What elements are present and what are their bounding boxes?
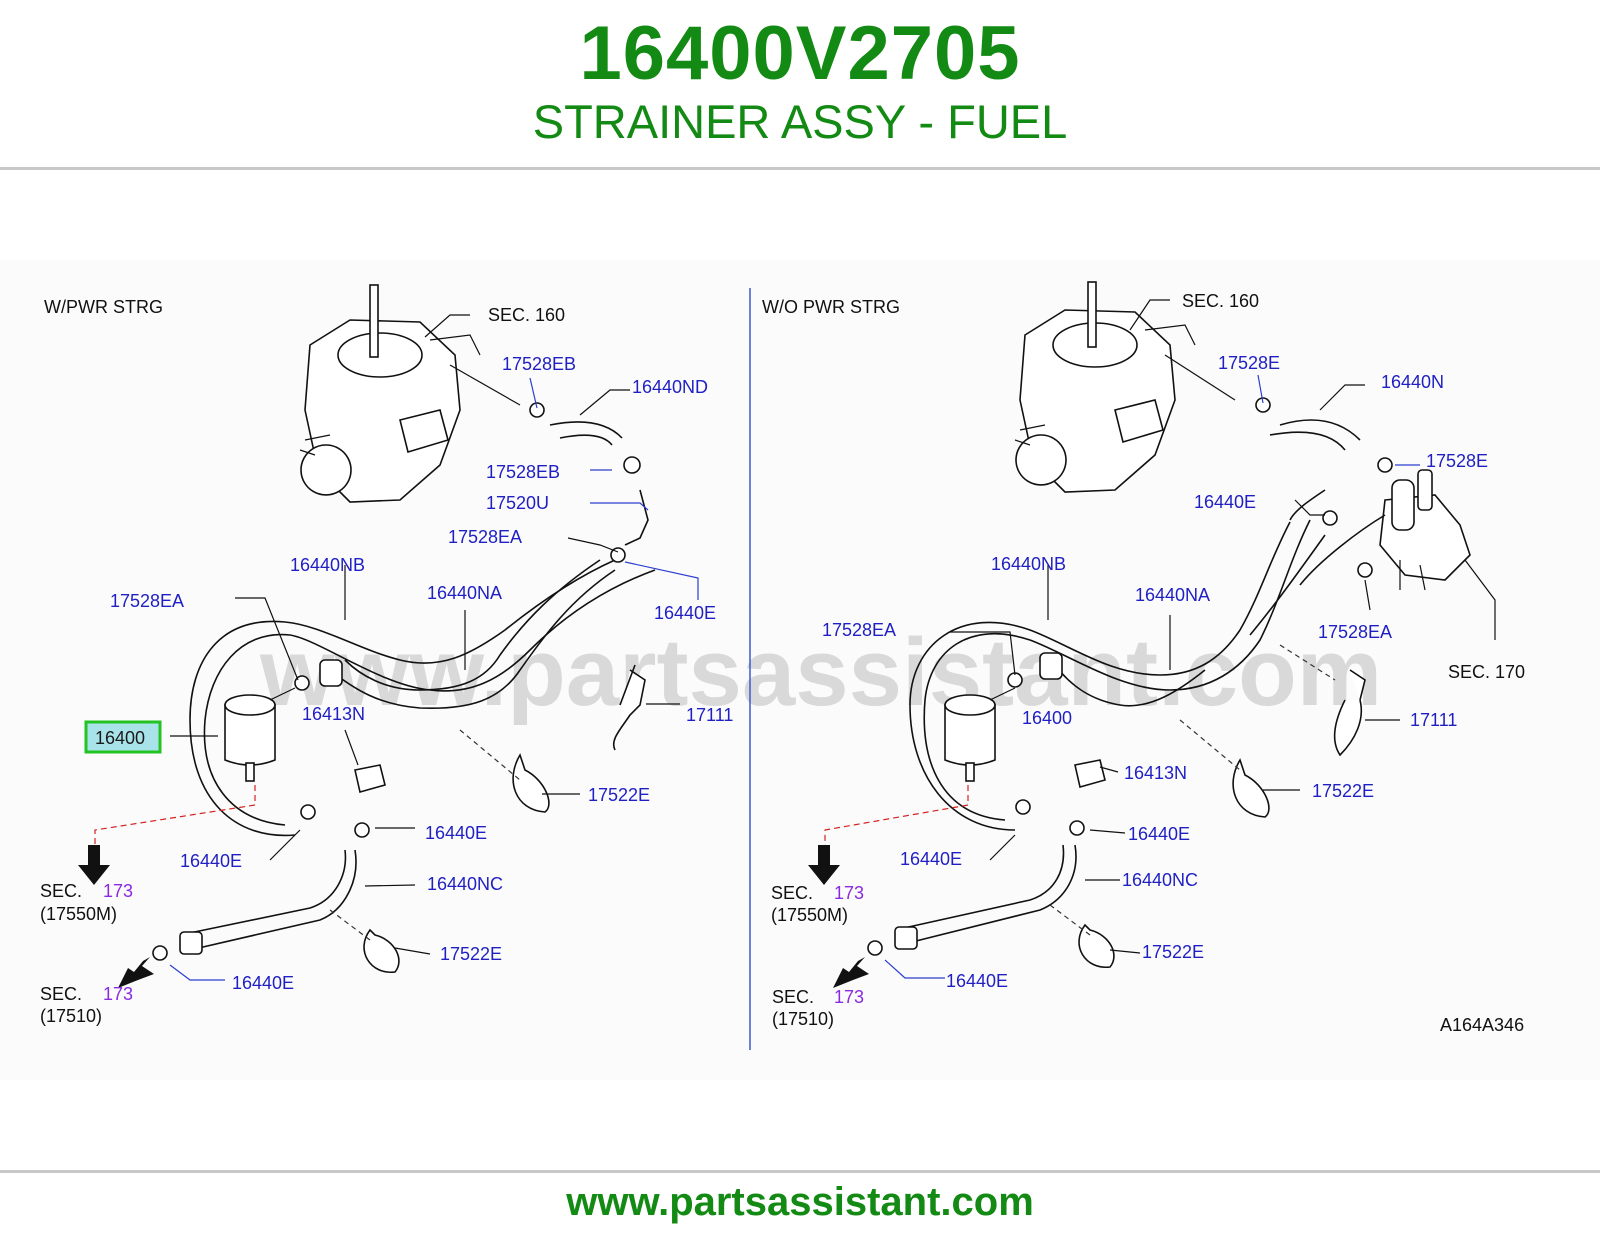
right-sec-a-text: SEC.	[771, 883, 813, 903]
right-label-17528E-top: 17528E	[1218, 353, 1280, 373]
left-leaders	[94, 377, 699, 981]
right-label-16400: 16400	[1022, 708, 1072, 728]
left-arrow-down-icon	[78, 845, 110, 885]
left-label-16440NC: 16440NC	[427, 874, 503, 894]
left-label-16440E-b: 16440E	[180, 851, 242, 871]
right-label-17522E-low: 17522E	[1142, 942, 1204, 962]
right-label-16440NC: 16440NC	[1122, 870, 1198, 890]
left-label-16400-highlighted[interactable]: 16400	[95, 728, 145, 748]
right-panel: W/O PWR STRG SEC. 160	[762, 281, 1525, 1035]
right-arrow-diag-icon	[833, 957, 869, 988]
right-sec-b-num: 173	[834, 987, 864, 1007]
right-sec160-label: SEC. 160	[1182, 291, 1259, 311]
highlight-box-16400[interactable]	[84, 720, 162, 754]
part-number-title: 16400V2705	[579, 11, 1021, 96]
right-leader-sec160	[1129, 299, 1170, 331]
right-label-17522E-mid: 17522E	[1312, 781, 1374, 801]
header-divider	[0, 167, 1600, 170]
left-label-17528EB-mid: 17528EB	[486, 462, 560, 482]
left-label-16440NB: 16440NB	[290, 555, 365, 575]
right-label-17528E-mid: 17528E	[1426, 451, 1488, 471]
right-sec-a-num: 173	[834, 883, 864, 903]
left-sec-b-part: (17510)	[40, 1006, 102, 1026]
left-sec160-label: SEC. 160	[488, 305, 565, 325]
right-sec-b-part: (17510)	[772, 1009, 834, 1029]
right-label-17111: 17111	[1410, 710, 1457, 730]
right-leaders	[824, 374, 1496, 979]
left-label-16440NA: 16440NA	[427, 583, 502, 603]
left-label-16440E-c: 16440E	[232, 973, 294, 993]
right-fuel-pump-engine-icon	[1014, 281, 1236, 493]
left-label-16440ND: 16440ND	[632, 377, 708, 397]
watermark: www.partsassistant.com	[259, 619, 1382, 726]
right-label-16440E-c: 16440E	[946, 971, 1008, 991]
left-label-17528EA-left: 17528EA	[110, 591, 184, 611]
right-clamps	[867, 397, 1393, 968]
left-label-16413N: 16413N	[302, 704, 365, 724]
right-arrow-down-icon	[808, 845, 840, 885]
right-label-16440NA: 16440NA	[1135, 585, 1210, 605]
left-sec-a-num: 173	[103, 881, 133, 901]
left-fuel-strainer-icon	[224, 687, 296, 782]
page-header: 16400V2705 STRAINER ASSY - FUEL	[0, 0, 1600, 170]
right-sec-b-text: SEC.	[772, 987, 814, 1007]
right-figure-code: A164A346	[1440, 1015, 1524, 1035]
left-label-17528EA-top: 17528EA	[448, 527, 522, 547]
right-variant-label: W/O PWR STRG	[762, 297, 900, 317]
left-fuel-pump-engine-icon	[299, 284, 521, 503]
right-label-16440E-b: 16440E	[900, 849, 962, 869]
left-label-17520U: 17520U	[486, 493, 549, 513]
right-fuel-pump-icon	[1379, 469, 1471, 591]
right-label-17528EA-right: 17528EA	[1318, 622, 1392, 642]
left-sec-a-part: (17550M)	[40, 904, 117, 924]
left-label-16440E-a: 16440E	[425, 823, 487, 843]
left-label-16440E-right: 16440E	[654, 603, 716, 623]
left-sec-b-text: SEC.	[40, 984, 82, 1004]
right-sec-a-part: (17550M)	[771, 905, 848, 925]
left-panel: W/PWR STRG SEC. 160	[40, 284, 733, 1026]
right-sec170-label: SEC. 170	[1448, 662, 1525, 682]
left-hoses	[179, 421, 656, 955]
left-label-17522E-low: 17522E	[440, 944, 502, 964]
right-fuel-strainer-icon	[944, 687, 1016, 782]
left-sec-a-text: SEC.	[40, 881, 82, 901]
left-clamps	[152, 402, 646, 973]
parts-diagram-svg: www.partsassistant.com W/PWR STRG SEC. 1…	[0, 260, 1600, 1080]
right-label-16440NB: 16440NB	[991, 554, 1066, 574]
left-label-17528EB-top: 17528EB	[502, 354, 576, 374]
left-sec-b-num: 173	[103, 984, 133, 1004]
parts-diagram: www.partsassistant.com W/PWR STRG SEC. 1…	[0, 260, 1600, 1080]
left-leader-sec160	[424, 314, 470, 338]
part-name-subtitle: STRAINER ASSY - FUEL	[532, 95, 1068, 148]
left-variant-label: W/PWR STRG	[44, 297, 163, 317]
right-label-16440E-a: 16440E	[1128, 824, 1190, 844]
footer-url[interactable]: www.partsassistant.com	[566, 1180, 1034, 1224]
right-label-16440N: 16440N	[1381, 372, 1444, 392]
left-arrow-diag-icon	[118, 957, 154, 988]
right-label-16413N: 16413N	[1124, 763, 1187, 783]
footer-divider	[0, 1170, 1600, 1173]
left-label-17111: 17111	[686, 705, 733, 725]
left-label-17522E-mid: 17522E	[588, 785, 650, 805]
right-label-17528EA-left: 17528EA	[822, 620, 896, 640]
right-hoses	[894, 419, 1386, 950]
right-label-16440E-top: 16440E	[1194, 492, 1256, 512]
